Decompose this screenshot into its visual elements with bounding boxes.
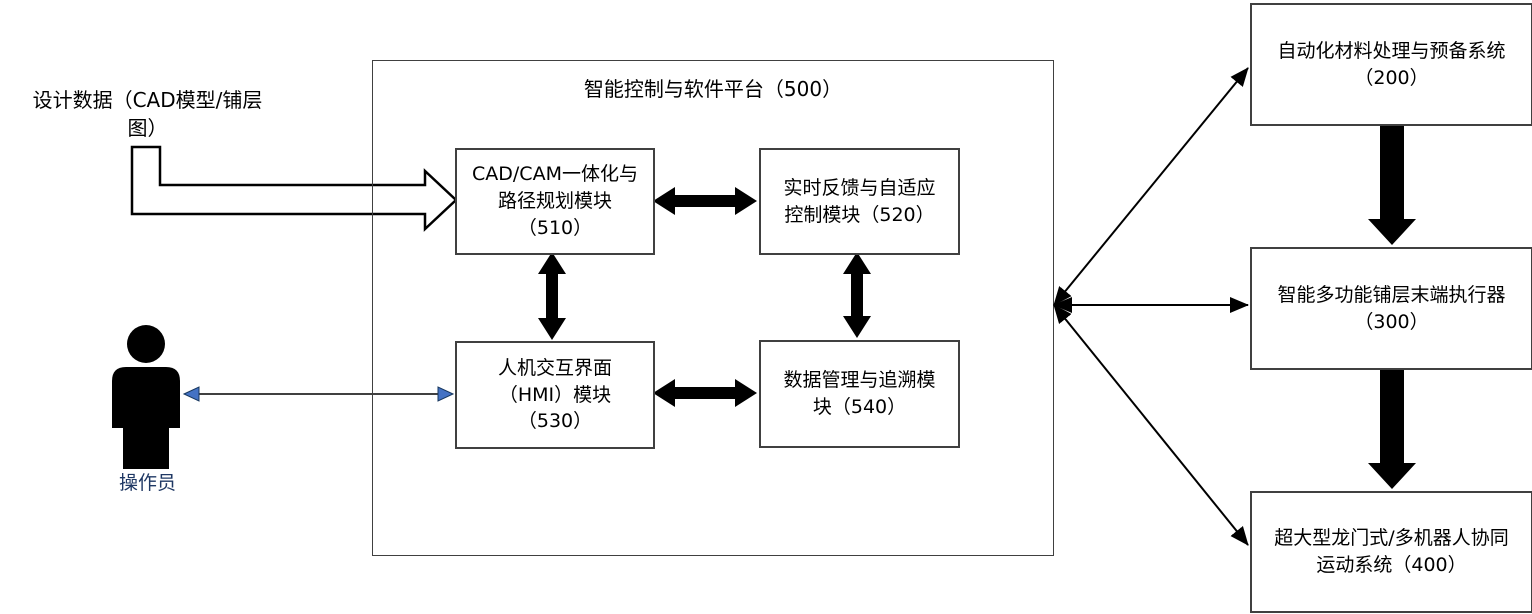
module-540-label-line2: 块（540） <box>812 396 907 418</box>
operator-label: 操作员 <box>118 472 176 494</box>
module-530-label-line2: （HMI）模块 <box>498 383 612 406</box>
arrow-200-300 <box>1368 122 1416 245</box>
module-510-label-line1: CAD/CAM一体化与 <box>472 163 638 186</box>
module-520-label-line2: 控制模块（520） <box>784 203 935 226</box>
system-400-label-line1: 超大型龙门式/多机器人协同 <box>1274 527 1509 550</box>
system-400-label-line2: 运动系统（400） <box>1316 554 1467 576</box>
module-510-label-line2: 路径规划模块 <box>497 190 612 213</box>
module-510-box: CAD/CAM一体化与 路径规划模块 （510） <box>455 148 655 255</box>
system-400-box: 超大型龙门式/多机器人协同 运动系统（400） <box>1250 491 1532 613</box>
module-520-box: 实时反馈与自适应 控制模块（520） <box>759 148 960 255</box>
module-510-label-line3: （510） <box>517 216 593 239</box>
arrow-500-200 <box>1053 67 1249 306</box>
design-data-label-line1: 设计数据（CAD模型/铺层 <box>32 88 263 112</box>
operator-person-icon <box>112 325 180 469</box>
system-300-label-line1: 智能多功能铺层末端执行器 <box>1277 283 1506 306</box>
module-540-box: 数据管理与追溯模 块（540） <box>759 340 960 448</box>
system-200-label-line1: 自动化材料处理与预备系统 <box>1277 39 1506 62</box>
module-520-label-line1: 实时反馈与自适应 <box>783 176 936 199</box>
arrow-500-400 <box>1053 304 1249 546</box>
design-data-label-line2: 图） <box>127 116 168 140</box>
design-data-label: 设计数据（CAD模型/铺层 图） <box>5 86 290 142</box>
module-530-box: 人机交互界面 （HMI）模块 （530） <box>455 341 655 449</box>
system-200-box: 自动化材料处理与预备系统 （200） <box>1250 3 1532 126</box>
system-300-box: 智能多功能铺层末端执行器 （300） <box>1250 247 1532 370</box>
system-300-label-line2: （300） <box>1354 310 1429 333</box>
module-540-label-line1: 数据管理与追溯模 <box>783 369 936 392</box>
platform-500-container: 智能控制与软件平台（500） <box>372 60 1054 556</box>
module-530-label-line1: 人机交互界面 <box>497 356 612 379</box>
arrow-300-400 <box>1368 368 1416 489</box>
system-200-label-line2: （200） <box>1354 66 1429 89</box>
platform-500-title: 智能控制与软件平台（500） <box>583 77 843 101</box>
module-530-label-line3: （530） <box>517 410 593 433</box>
